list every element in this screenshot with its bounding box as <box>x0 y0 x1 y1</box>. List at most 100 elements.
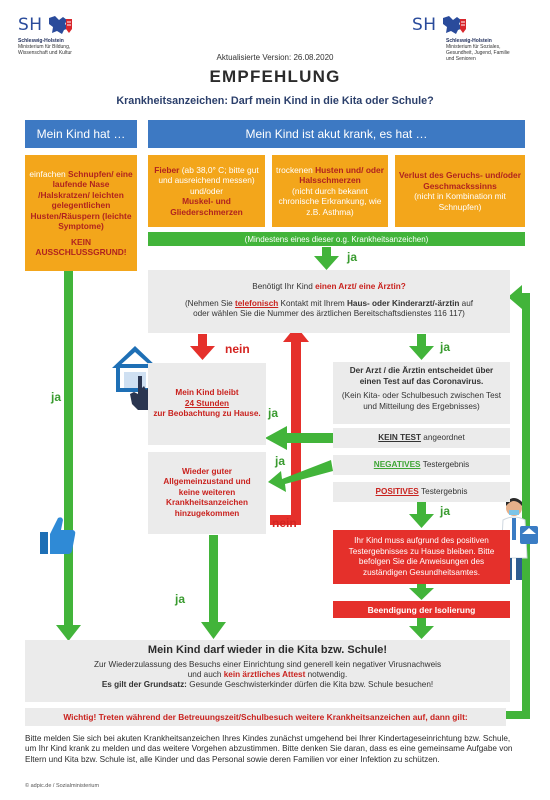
result-no-test: KEIN TEST angeordnet <box>333 428 510 448</box>
cough-label: Husten und/ oder Halsschmerzen <box>299 164 384 186</box>
mild-p1: einfachen <box>29 168 66 179</box>
logo-left: SH Schleswig-Holstein Ministerium für Bi… <box>18 14 128 56</box>
doctor-q-a: Benötigt Ihr Kind <box>252 282 313 291</box>
stay-home-box: Mein Kind bleibt 24 Stunden zur Beobacht… <box>148 363 266 445</box>
doctor-note-e: auf <box>461 298 474 308</box>
test-decision-bold: Der Arzt / die Ärztin entscheidet über e… <box>349 366 494 386</box>
version-text: Aktualisierte Version: 26.08.2020 <box>216 53 334 62</box>
house-hand-icon <box>112 346 158 410</box>
bar-down-arrow <box>314 256 339 270</box>
mild-p2: Schnupfen/ eine laufende Nase /Halskratz… <box>30 168 133 232</box>
smell-taste-box: Verlust des Geruchs- und/oder Geschmacks… <box>395 155 525 227</box>
back-to-school-l3b: Gesunde Geschwisterkinder dürfen die Kit… <box>189 679 434 689</box>
mid-green-line <box>209 535 218 625</box>
isolation-down-arrow <box>409 626 434 639</box>
label-ja-left: ja <box>51 390 62 404</box>
doctor-question-box: Benötigt Ihr Kind einen Arzt/ eine Ärzti… <box>148 270 510 333</box>
label-ja-3: ja <box>268 406 279 420</box>
right-column-header: Mein Kind ist akut krank, es hat … <box>148 120 525 148</box>
smell-taste-label: Verlust des Geruchs- und/oder Geschmacks… <box>399 170 521 191</box>
warning-bar: Wichtig! Treten während der Betreuungsze… <box>25 708 506 726</box>
logo-right-line4: und Senioren <box>446 56 476 62</box>
page-title: EMPFEHLUNG <box>209 67 341 86</box>
logo-right-line3: Gesundheit, Jugend, Familie <box>446 50 510 56</box>
cough-dry: trockenen <box>276 164 313 175</box>
label-ja-6: ja <box>440 504 451 518</box>
test-decision-note: (Kein Kita- oder Schulbesuch zwischen Te… <box>341 391 502 411</box>
good-condition-box: Wieder guter Allgemeinzustand und keine … <box>148 452 266 534</box>
doctor-q-b: einen Arzt/ eine Ärztin? <box>315 282 406 291</box>
back-to-school-l2c: notwendig. <box>307 669 348 679</box>
back-to-school-title: Mein Kind darf wieder in die Kita bzw. S… <box>147 644 388 656</box>
right-loop-arrowhead <box>508 285 522 309</box>
doctor-ja-arrow <box>409 346 434 360</box>
mid-green-arrowhead <box>201 622 226 639</box>
result-positive-hl: POSITIVES <box>375 486 419 496</box>
logo-right: SH Schleswig-Holstein Ministerium für So… <box>412 14 537 62</box>
back-to-school-l2b: kein ärztliches Attest <box>223 669 306 679</box>
logo-left-sh: SH <box>18 15 43 35</box>
logo-left-line2: Ministerium für Bildung, <box>18 44 71 50</box>
positive-instruction-box: Ihr Kind muss aufgrund des positiven Tes… <box>333 530 510 584</box>
kein-test-arrow <box>265 426 287 450</box>
positive-down-arrow <box>409 514 434 528</box>
stay-home-24h: 24 Stunden <box>184 398 230 408</box>
test-decision-box: Der Arzt / die Ärztin entscheidet über e… <box>333 362 510 424</box>
fever-note: (ab 38,0° C; bitte gut und ausreichend m… <box>158 164 259 196</box>
doctor-note-l3: oder wählen Sie die Nummer des ärztliche… <box>193 309 465 318</box>
cough-box: trockenen Husten und/ oder Halsschmerzen… <box>272 155 388 227</box>
back-to-school-l1: Zur Wiederzulassung des Besuchs einer Ei… <box>93 659 442 669</box>
result-negative: NEGATIVES Testergebnis <box>333 455 510 475</box>
logo-left-line1: Schleswig-Holstein <box>18 38 64 44</box>
negative-arrow <box>268 460 333 492</box>
logo-right-line2: Ministerium für Soziales, <box>446 44 501 50</box>
logo-right-sh: SH <box>412 15 437 35</box>
nein-loop-arrowhead <box>283 326 309 342</box>
good-condition-text: Wieder guter Allgemeinzustand und keine … <box>163 466 251 518</box>
right-loop-line <box>522 297 530 719</box>
page-subtitle: Krankheitsanzeichen: Darf mein Kind in d… <box>116 95 434 107</box>
stay-home-l1: Mein Kind bleibt <box>175 388 239 398</box>
left-column-header: Mein Kind hat … <box>25 120 137 148</box>
doctor-note-d: Haus- oder Kinderarzt/-ärztin <box>347 298 460 308</box>
muscle-pain-label: Muskel- und Gliederschmerzen <box>170 196 243 217</box>
label-nein-1: nein <box>225 342 250 356</box>
doctor-note-c: Kontakt mit Ihrem <box>280 298 345 308</box>
logo-left-line3: Wissenschaft und Kultur <box>18 50 72 56</box>
label-nein-2: nein <box>272 516 297 530</box>
smell-taste-note: (nicht in Kombination mit Schnupfen) <box>414 191 506 212</box>
result-no-test-rest: angeordnet <box>423 432 465 442</box>
label-ja-1: ja <box>347 250 358 264</box>
result-negative-hl: NEGATIVES <box>373 459 421 469</box>
stay-home-l3: zur Beobachtung zu Hause. <box>153 409 261 419</box>
nein-loop-line <box>291 340 301 525</box>
left-green-arrowhead <box>56 625 81 641</box>
back-to-school-l3a: Es gilt der Grundsatz: <box>101 679 187 689</box>
footer-text: Bitte melden Sie sich bei akuten Krankhe… <box>25 734 513 764</box>
doctor-note-a: (Nehmen Sie <box>184 298 233 308</box>
at-least-one-bar: (Mindestens eines dieser o.g. Krankheits… <box>148 232 525 246</box>
back-to-school-box: Mein Kind darf wieder in die Kita bzw. S… <box>25 640 510 702</box>
lion-crest-icon <box>442 16 466 34</box>
label-ja-2: ja <box>440 340 451 354</box>
result-no-test-hl: KEIN TEST <box>378 432 422 442</box>
no-exclusion-text: KEIN AUSSCHLUSSGRUND! <box>35 236 127 258</box>
result-positive-rest: Testergebnis <box>421 486 468 496</box>
positive-instruction-text: Ihr Kind muss aufgrund des positiven Tes… <box>348 536 495 577</box>
fever-box: Fieber (ab 38,0° C; bitte gut und ausrei… <box>148 155 265 227</box>
warning-text: Wichtig! Treten während der Betreuungsze… <box>63 711 468 722</box>
result-negative-rest: Testergebnis <box>422 459 470 469</box>
label-ja-5: ja <box>175 592 186 606</box>
result-positive: POSITIVES Testergebnis <box>333 482 510 502</box>
back-to-school-l2a: und auch <box>187 669 222 679</box>
doctor-note-phone: telefonisch <box>235 298 279 308</box>
left-green-line <box>64 270 73 630</box>
label-ja-4: ja <box>275 454 286 468</box>
fever-label: Fieber <box>154 164 180 175</box>
isolation-end-bar: Beendigung der Isolierung <box>333 601 510 618</box>
cough-note: (nicht durch bekannt chronische Erkranku… <box>278 185 382 217</box>
thumbs-up-icon <box>40 517 76 554</box>
footer-credit: © adpic.de / Sozialministerium <box>25 783 100 789</box>
doctor-nein-arrow <box>190 346 215 360</box>
